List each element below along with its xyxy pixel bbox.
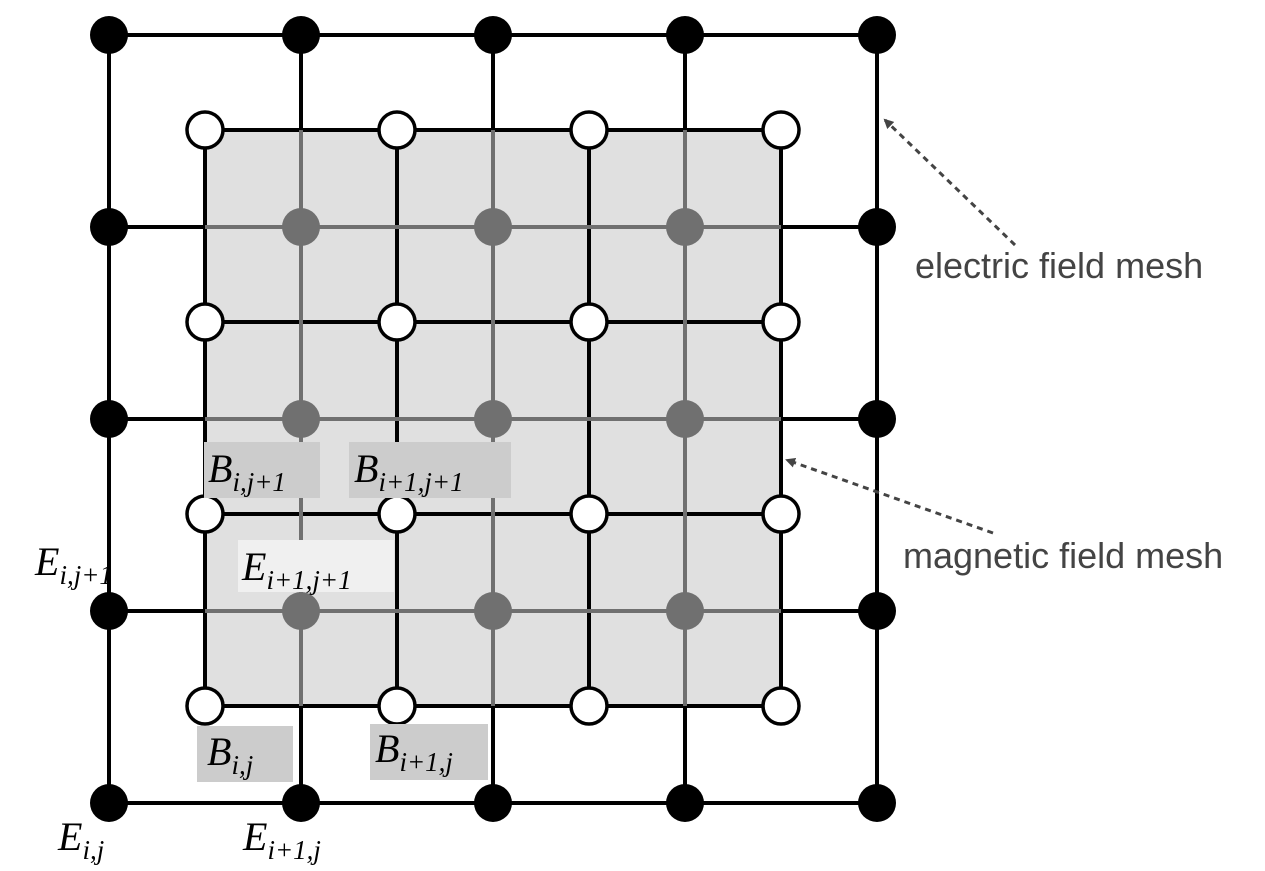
electric-node <box>474 400 512 438</box>
label-box <box>197 726 293 782</box>
electric-mesh-nodes <box>90 16 896 822</box>
electric-node <box>666 208 704 246</box>
electric-node <box>666 400 704 438</box>
electric-node <box>282 208 320 246</box>
label-box <box>204 442 320 498</box>
label-b-i1j: Bi+1,j <box>370 724 488 780</box>
electric-node <box>90 400 128 438</box>
electric-node <box>474 208 512 246</box>
magnetic-node <box>377 494 417 534</box>
magnetic-mesh-callout: magnetic field mesh <box>785 457 1223 576</box>
electric-node <box>858 784 896 822</box>
electric-node <box>282 784 320 822</box>
electric-node <box>666 784 704 822</box>
label-text: Ei+1,j+1 <box>241 544 352 595</box>
electric-mesh-arrow <box>883 118 1017 247</box>
electric-node <box>282 592 320 630</box>
magnetic-node <box>377 686 417 726</box>
label-e-ij1: Ei,j+1 <box>34 539 113 590</box>
electric-node <box>666 592 704 630</box>
label-e-i1j: Ei+1,j <box>242 814 321 865</box>
electric-mesh-callout-label: electric field mesh <box>915 245 1203 286</box>
magnetic-node <box>569 110 609 150</box>
label-text: Ei,j <box>57 814 104 865</box>
electric-node <box>858 208 896 246</box>
magnetic-node <box>761 494 801 534</box>
electric-node <box>90 16 128 54</box>
electric-node <box>474 16 512 54</box>
magnetic-node <box>761 302 801 342</box>
magnetic-node <box>569 686 609 726</box>
electric-mesh-callout: electric field mesh <box>883 118 1203 286</box>
electric-node <box>474 592 512 630</box>
label-text: Bi+1,j <box>375 726 453 777</box>
magnetic-node <box>185 686 225 726</box>
magnetic-node <box>377 110 417 150</box>
magnetic-node <box>569 494 609 534</box>
label-b-ij: Bi,j <box>197 726 293 782</box>
node-labels: Ei,j Ei+1,j Ei,j+1 Ei+1,j+1Bi,j Bi+1,j Bi,j+1… <box>34 442 511 865</box>
label-box <box>349 442 511 498</box>
magnetic-mesh-arrow <box>785 457 994 535</box>
label-text: Bi,j <box>207 729 253 780</box>
electric-node <box>90 592 128 630</box>
magnetic-node <box>761 110 801 150</box>
magnetic-node <box>761 686 801 726</box>
magnetic-mesh-nodes <box>185 110 801 726</box>
label-text: Ei,j+1 <box>34 539 113 590</box>
label-e-i1j1: Ei+1,j+1 <box>238 540 394 595</box>
electric-node <box>858 16 896 54</box>
electric-node <box>90 208 128 246</box>
label-text: Ei+1,j <box>242 814 321 865</box>
magnetic-node <box>569 302 609 342</box>
magnetic-node <box>377 302 417 342</box>
magnetic-node <box>185 302 225 342</box>
label-box <box>238 540 394 592</box>
label-box <box>370 724 488 780</box>
electric-node <box>282 16 320 54</box>
electric-node <box>858 592 896 630</box>
magnetic-mesh-callout-label: magnetic field mesh <box>903 535 1223 576</box>
electric-node <box>282 400 320 438</box>
electric-node <box>90 784 128 822</box>
label-b-i1j1: Bi+1,j+1 <box>349 442 511 498</box>
magnetic-node <box>185 110 225 150</box>
magnetic-node <box>185 494 225 534</box>
electric-node <box>474 784 512 822</box>
label-e-ij: Ei,j <box>57 814 104 865</box>
label-text: Bi,j+1 <box>208 446 286 497</box>
electric-node <box>858 400 896 438</box>
label-text: Bi+1,j+1 <box>354 446 464 497</box>
label-b-ij1: Bi,j+1 <box>204 442 320 498</box>
electric-node <box>666 16 704 54</box>
